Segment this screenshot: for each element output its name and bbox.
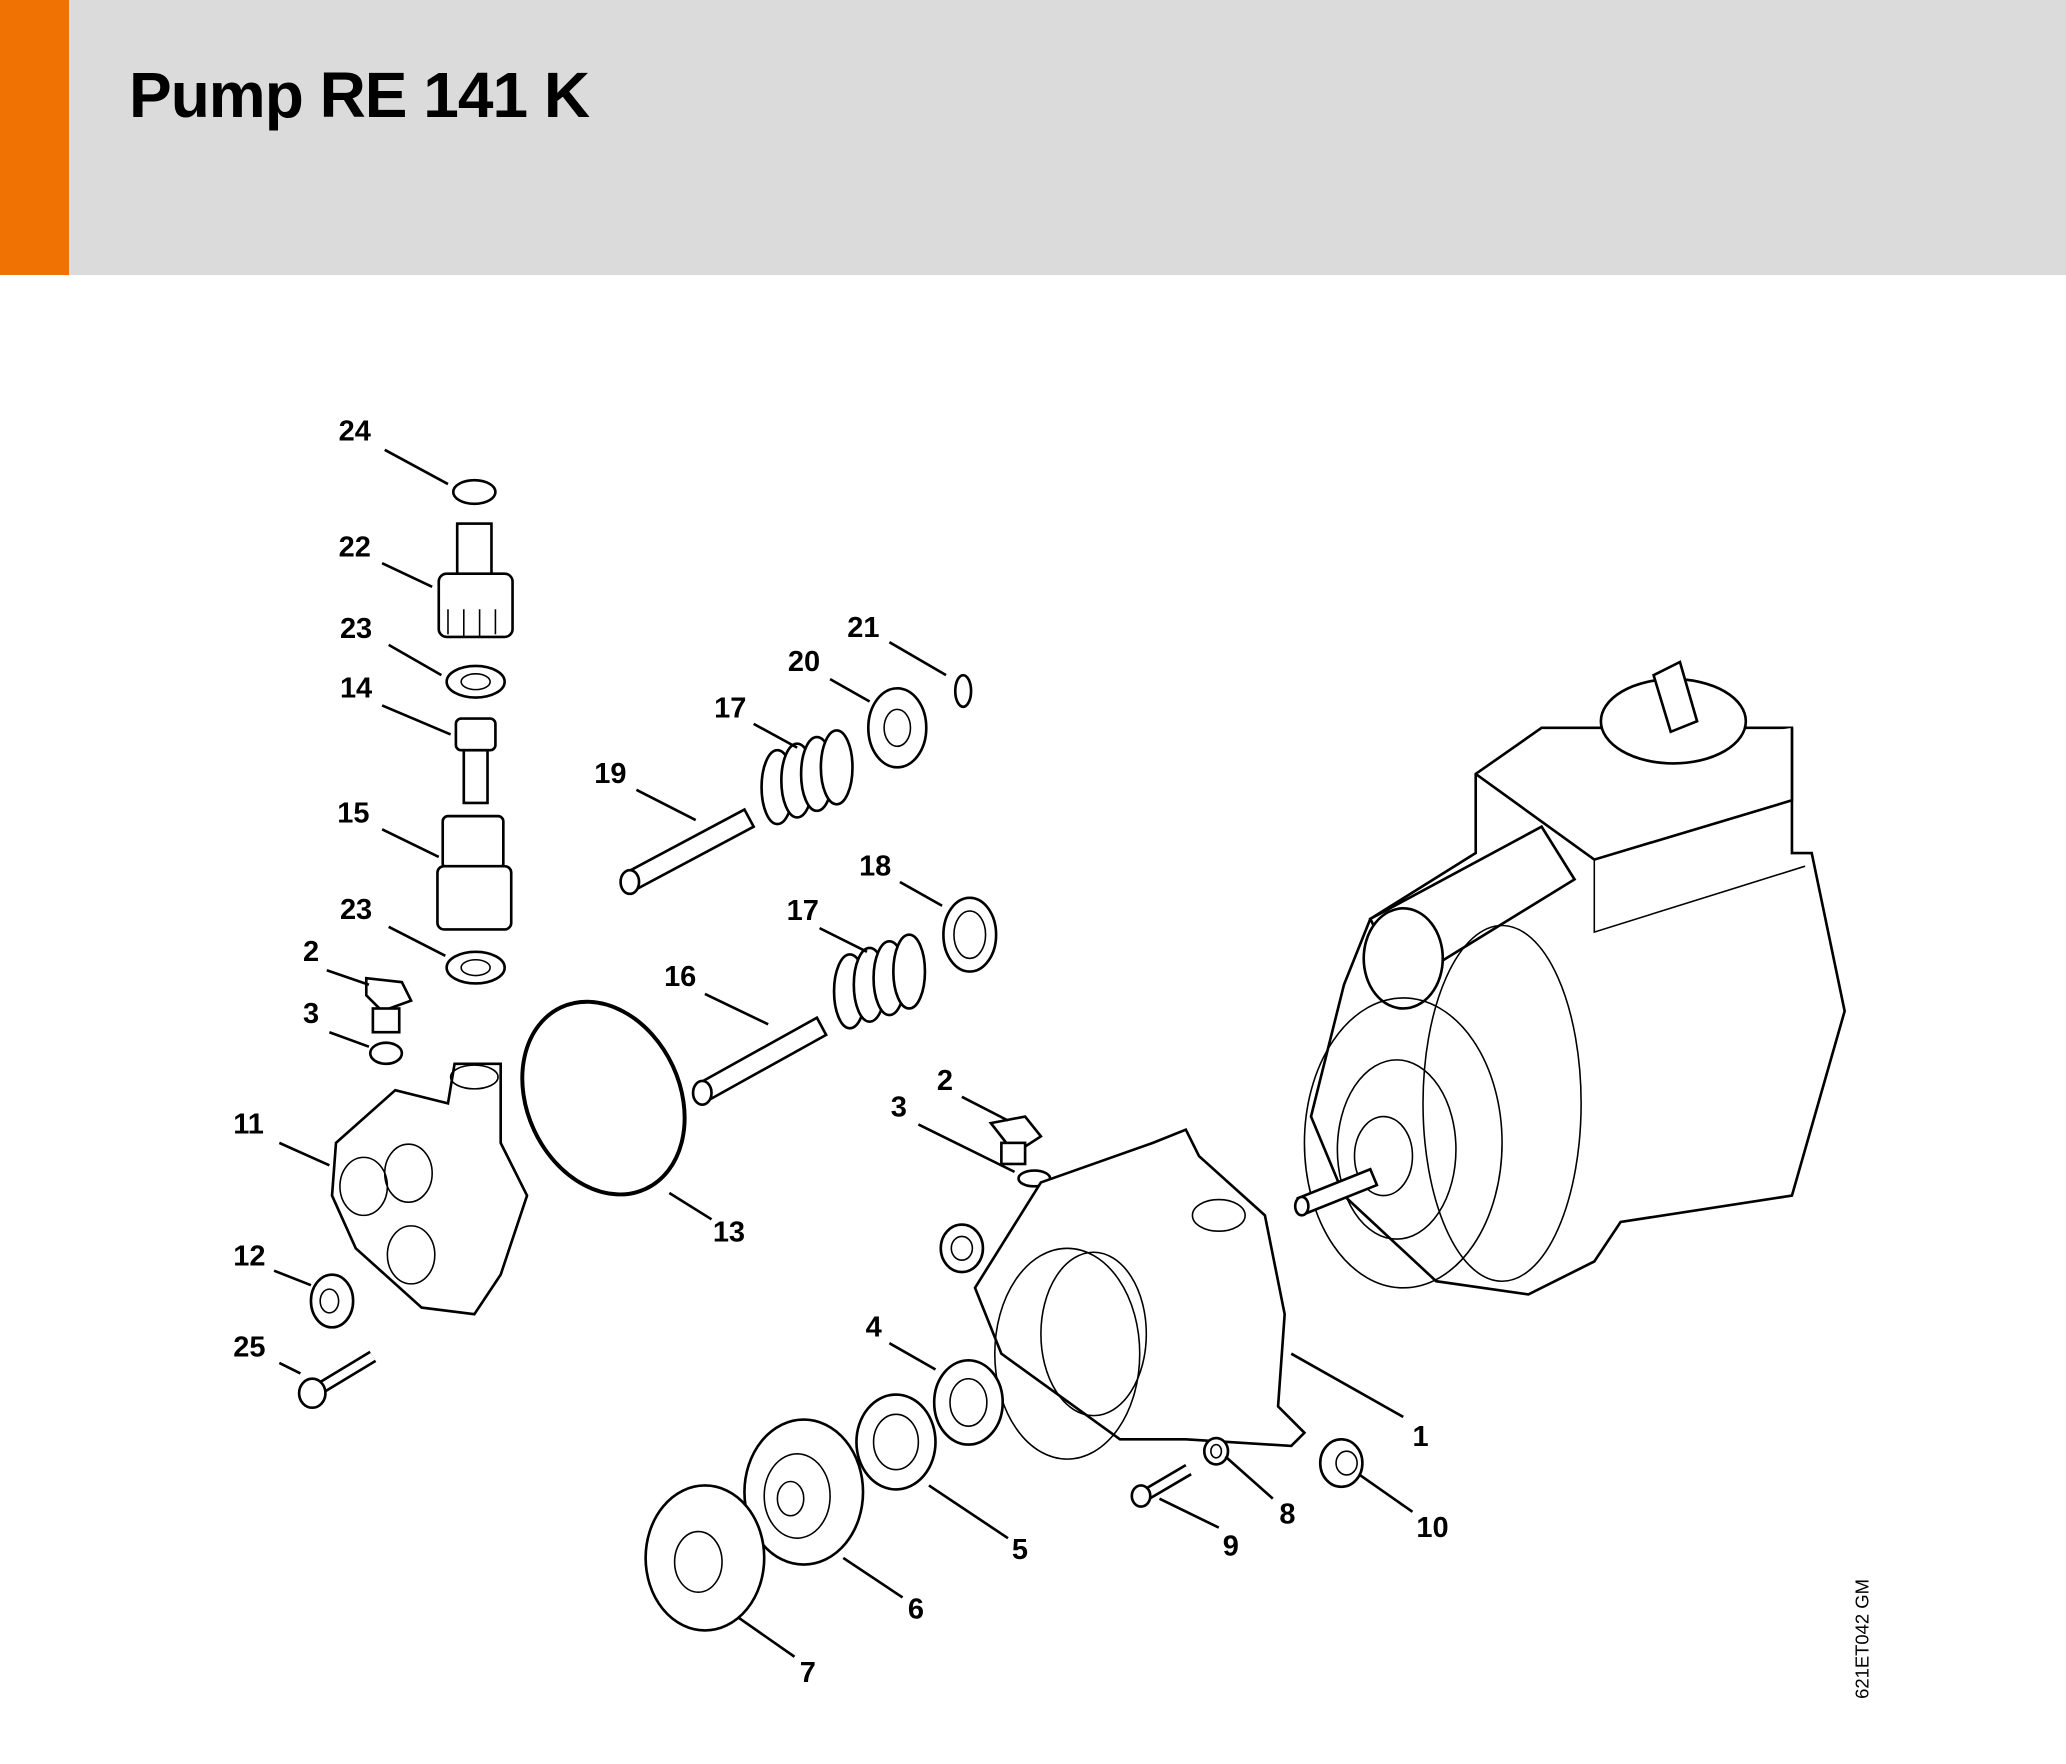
part-shapes bbox=[297, 478, 1846, 1632]
leader-lines bbox=[273, 448, 1414, 1658]
part-2-plug bbox=[364, 976, 413, 1034]
part-8-washer bbox=[1202, 1436, 1230, 1466]
callout-11: 11 bbox=[233, 1109, 264, 1141]
callout-24: 24 bbox=[339, 416, 371, 448]
callout-1: 1 bbox=[1412, 1421, 1428, 1453]
part-17-spring bbox=[760, 729, 854, 826]
callout-4: 4 bbox=[866, 1312, 882, 1344]
callout-18: 18 bbox=[859, 850, 891, 882]
page-title: Pump RE 141 K bbox=[129, 59, 590, 131]
part-3-o-ring bbox=[368, 1041, 404, 1066]
part-25-screw bbox=[297, 1350, 377, 1410]
part-15-fitting bbox=[436, 814, 513, 931]
callout-9: 9 bbox=[1223, 1530, 1239, 1562]
part-24-o-ring bbox=[451, 478, 497, 506]
callout-6: 6 bbox=[908, 1594, 924, 1626]
part-10-bushing bbox=[1318, 1438, 1364, 1489]
part-electric-motor bbox=[1293, 660, 1846, 1296]
callout-19: 19 bbox=[594, 758, 626, 790]
callout-8: 8 bbox=[1279, 1499, 1295, 1531]
part-5-bearing bbox=[855, 1393, 937, 1491]
callout-25: 25 bbox=[233, 1331, 265, 1363]
callout-12: 12 bbox=[233, 1240, 265, 1272]
header-bar bbox=[0, 0, 2066, 275]
callout-15: 15 bbox=[337, 798, 369, 830]
part-18-seal bbox=[942, 896, 998, 973]
callout-22: 22 bbox=[339, 532, 371, 564]
part-23-washer bbox=[445, 664, 506, 699]
callout-16: 16 bbox=[664, 961, 696, 993]
callout-labels: 24 22 23 14 15 23 2 3 11 12 25 19 17 20 … bbox=[233, 416, 1448, 1689]
part-12-seal bbox=[309, 1273, 355, 1329]
callout-3: 3 bbox=[303, 998, 319, 1030]
callout-2b: 2 bbox=[937, 1065, 953, 1097]
part-23-washer-2 bbox=[445, 950, 506, 985]
header-accent-stripe bbox=[0, 0, 69, 275]
part-7-seal-ring bbox=[644, 1484, 766, 1632]
callout-5: 5 bbox=[1012, 1534, 1028, 1566]
drawing-reference-code: 621ET042 GM bbox=[1851, 1579, 1872, 1699]
part-16-piston bbox=[691, 1015, 828, 1106]
callout-23b: 23 bbox=[340, 894, 372, 926]
callout-14: 14 bbox=[340, 673, 372, 705]
part-19-piston bbox=[619, 807, 756, 896]
callout-7: 7 bbox=[800, 1657, 816, 1689]
callout-10: 10 bbox=[1416, 1512, 1448, 1544]
part-20-seal bbox=[866, 686, 928, 769]
callout-13: 13 bbox=[713, 1217, 745, 1249]
part-bushing bbox=[939, 1223, 985, 1274]
callout-21: 21 bbox=[847, 612, 879, 644]
part-1-pump-housing bbox=[973, 1128, 1307, 1460]
part-13-o-ring bbox=[520, 999, 687, 1197]
callout-17: 17 bbox=[714, 692, 746, 724]
part-4-bearing bbox=[932, 1358, 1005, 1446]
part-6-swash-plate bbox=[743, 1418, 865, 1566]
callout-3b: 3 bbox=[891, 1092, 907, 1124]
part-21-circlip bbox=[953, 673, 973, 709]
part-17-spring-2 bbox=[832, 933, 927, 1030]
part-2-plug-2 bbox=[988, 1115, 1043, 1166]
callout-23: 23 bbox=[340, 613, 372, 645]
part-11-pump-head bbox=[330, 1062, 529, 1316]
callout-2: 2 bbox=[303, 936, 319, 968]
part-9-screw bbox=[1130, 1463, 1192, 1508]
callout-20: 20 bbox=[788, 646, 820, 678]
callout-17b: 17 bbox=[787, 895, 819, 927]
part-14-screw bbox=[454, 717, 497, 805]
part-22-nozzle-connector bbox=[437, 522, 514, 639]
